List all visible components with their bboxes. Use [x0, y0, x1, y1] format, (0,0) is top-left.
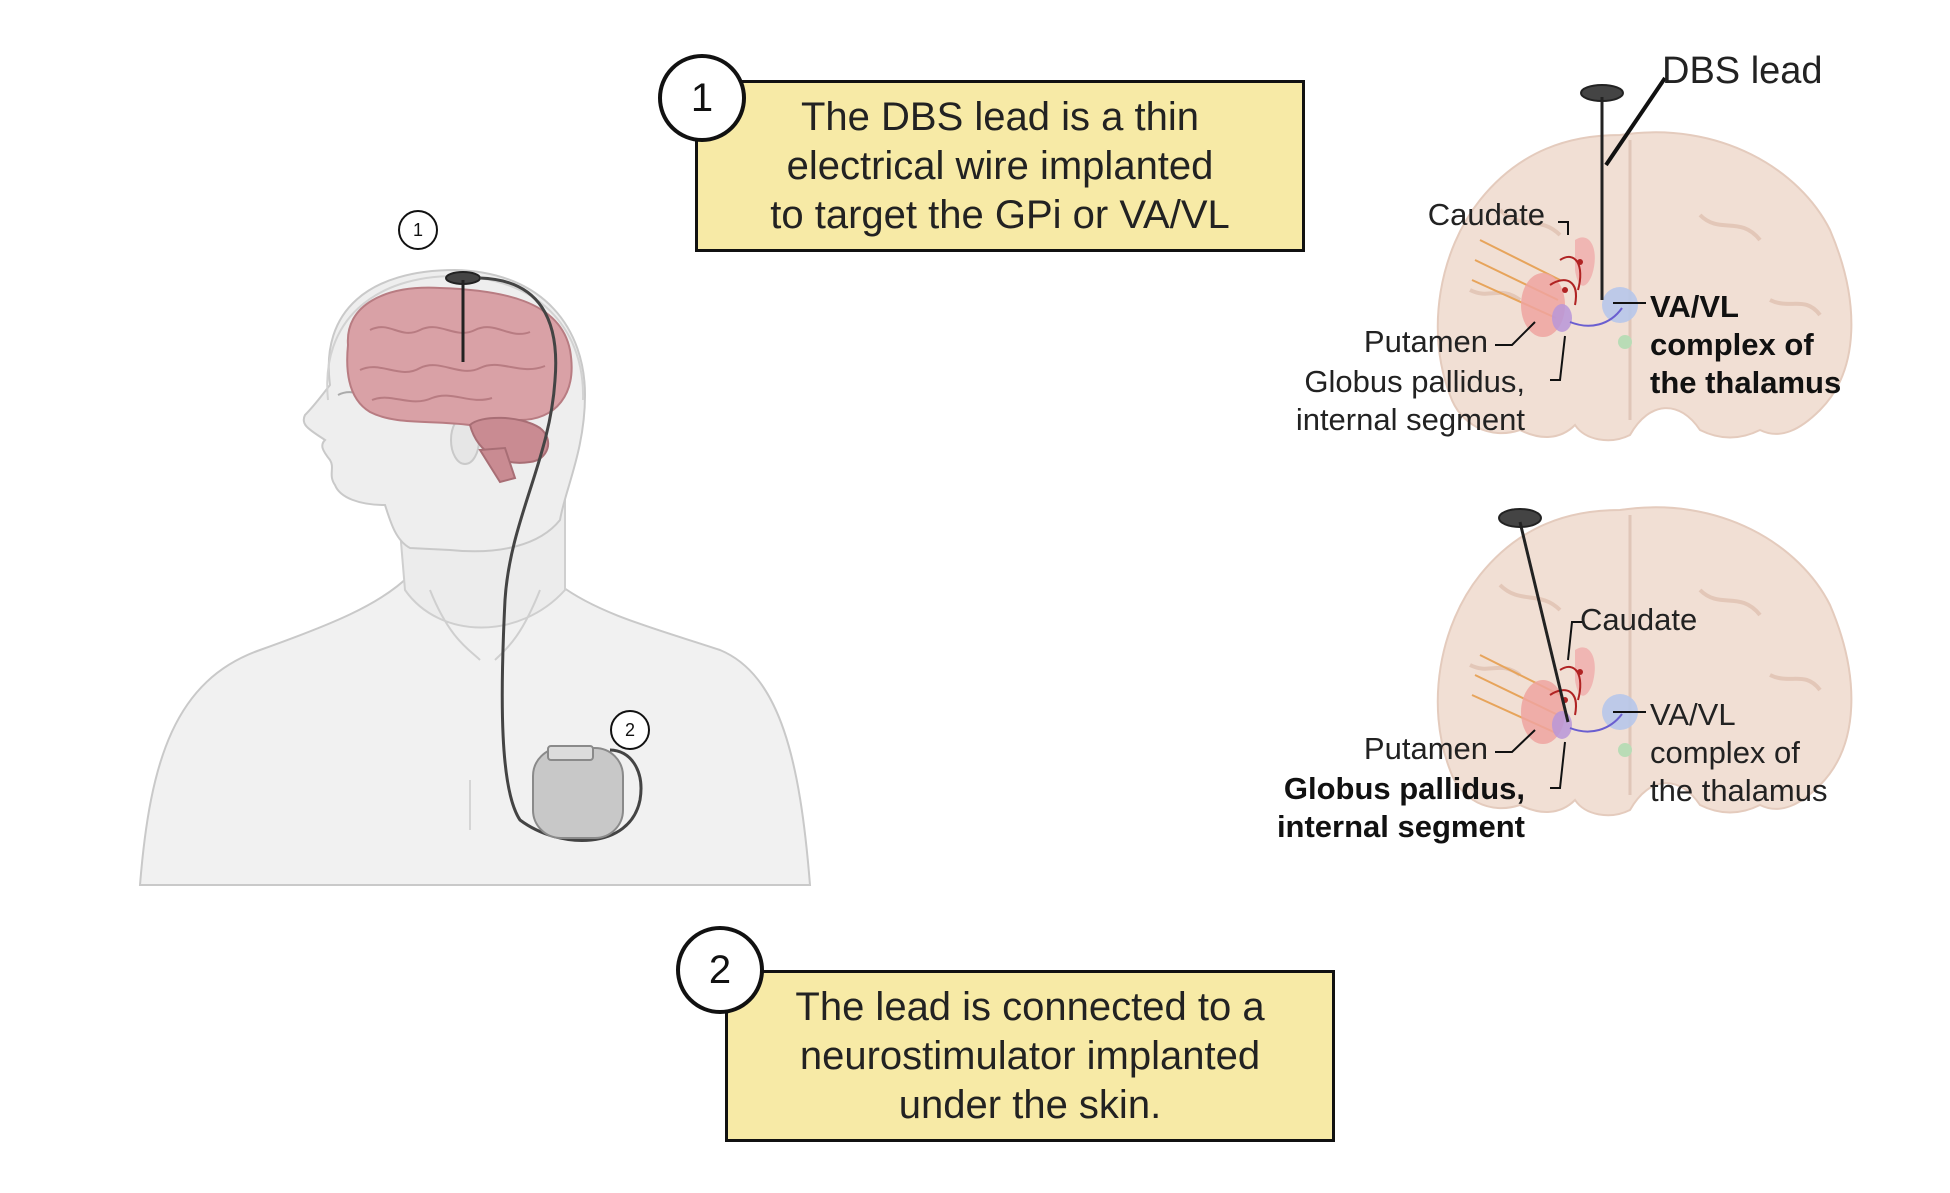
- callout-1-number: 1: [658, 54, 746, 142]
- callout-2-line: under the skin.: [898, 1082, 1162, 1127]
- coronal-section-top: [1436, 76, 1853, 442]
- vavl-label-bottom-line: complex of: [1650, 735, 1800, 770]
- callout-1-line: electrical wire implanted: [786, 143, 1214, 188]
- callout-2-line: neurostimulator implanted: [799, 1033, 1261, 1078]
- coronal-section-bottom: [1436, 506, 1853, 817]
- vavl-label-top-line: complex of: [1650, 327, 1814, 362]
- gpi-label-bottom-line: internal segment: [1276, 809, 1525, 844]
- vavl-label-top-line: the thalamus: [1650, 365, 1842, 400]
- putamen-label-bottom: Putamen: [1363, 731, 1488, 766]
- gpi-label-top: Globus pallidus, internal segment: [1260, 363, 1525, 439]
- figure-marker-head: 1: [398, 210, 438, 250]
- callout-2-line: The lead is connected to a: [795, 984, 1265, 1029]
- callout-1-line: The DBS lead is a thin: [801, 94, 1199, 139]
- gpi-label-bottom-line: Globus pallidus,: [1283, 771, 1525, 806]
- human-figure: [138, 268, 812, 886]
- figure-marker-chest: 2: [610, 710, 650, 750]
- callout-1-line: to target the GPi or VA/VL: [770, 192, 1230, 237]
- gpi-label-top-line: Globus pallidus,: [1304, 364, 1525, 399]
- caudate-label-top: Caudate: [1427, 197, 1545, 232]
- putamen-label-top: Putamen: [1363, 324, 1488, 359]
- vavl-label-top-line: VA/VL: [1650, 289, 1739, 324]
- vavl-label-bottom-line: the thalamus: [1650, 773, 1828, 808]
- vavl-label-top: VA/VL complex of the thalamus: [1650, 288, 1841, 402]
- callout-2-box: The lead is connected to a neurostimulat…: [725, 970, 1335, 1142]
- callout-1-box: The DBS lead is a thin electrical wire i…: [695, 80, 1305, 252]
- callout-2-number: 2: [676, 926, 764, 1014]
- vavl-label-bottom-line: VA/VL: [1650, 697, 1736, 732]
- vavl-label-bottom: VA/VL complex of the thalamus: [1650, 696, 1828, 810]
- dbs-lead-label: DBS lead: [1662, 50, 1823, 92]
- gpi-label-top-line: internal segment: [1295, 402, 1525, 437]
- gpi-label-bottom: Globus pallidus, internal segment: [1240, 770, 1525, 846]
- caudate-label-bottom: Caudate: [1580, 602, 1698, 637]
